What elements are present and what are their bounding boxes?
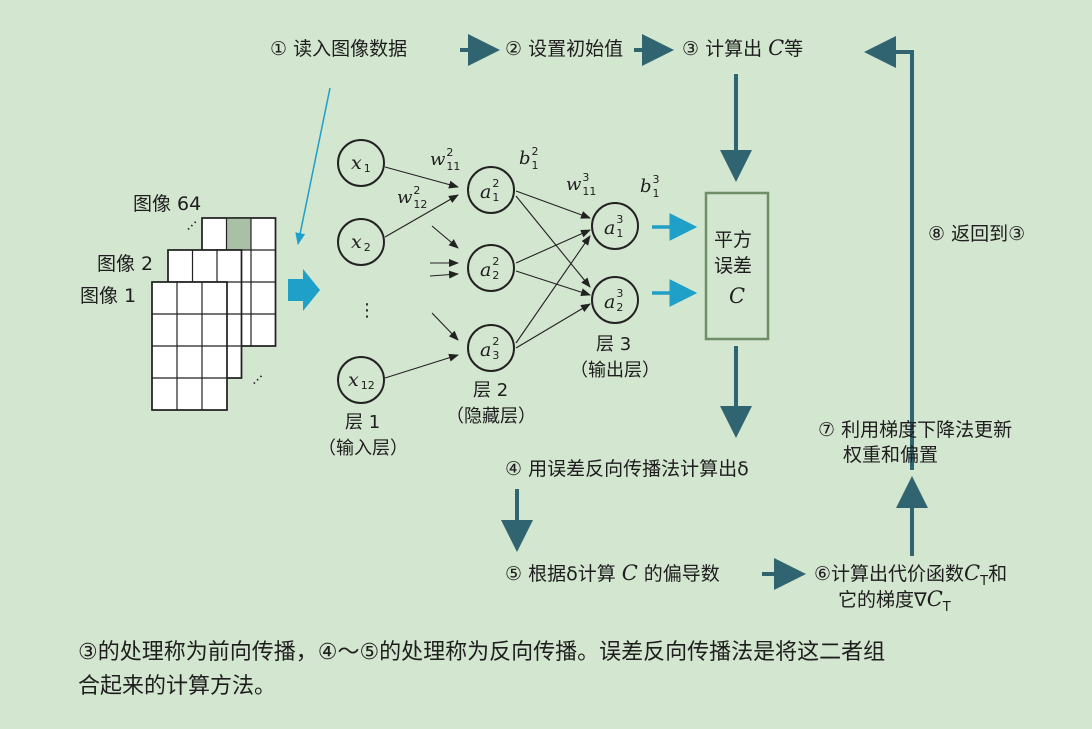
image-64-label: 图像 64	[133, 193, 201, 215]
node-a2-3	[591, 276, 639, 324]
error-box-var: C	[729, 284, 745, 308]
layer-2-name: 层 2	[473, 380, 508, 401]
layer-3-name: 层 3	[596, 334, 631, 355]
squared-error-box	[704, 191, 770, 341]
error-box-line2: 误差	[714, 255, 752, 277]
layer-2-desc: （隐藏层）	[446, 406, 536, 427]
node-a1-2	[467, 166, 515, 214]
image-stack-dots-bottom: ⋯	[247, 369, 268, 390]
node-x1	[337, 139, 385, 187]
image-card-frame	[151, 281, 228, 411]
step-7-line2: 权重和偏置	[843, 444, 938, 466]
input-feed-arrow	[288, 269, 320, 311]
step-8-return: ⑧ 返回到③	[928, 223, 1025, 245]
image-stack-dots-top: ⋯	[182, 215, 203, 236]
image-1-label: 图像 1	[80, 285, 136, 307]
explanation-line-1: ③的处理称为前向传播，④～⑤的处理称为反向传播。误差反向传播法是将这二者组	[78, 640, 886, 665]
image-pixel-highlight	[226, 218, 251, 250]
explanation-line-2: 合起来的计算方法。	[78, 674, 277, 699]
layer-1-desc: （输入层）	[318, 438, 408, 459]
step-6-line1: ⑥计算出代价函数CT和	[814, 561, 1007, 589]
arrow-read-images	[295, 87, 331, 245]
layer-3-desc: （输出层）	[570, 360, 660, 381]
network-connections	[384, 166, 591, 379]
node-a3-2	[467, 324, 515, 372]
node-a1-3	[591, 202, 639, 250]
input-ellipsis: ⋮	[358, 300, 376, 321]
node-x12	[337, 356, 385, 404]
node-x2	[337, 218, 385, 266]
step-1-read-images: ① 读入图像数据	[270, 38, 407, 60]
image-2-label: 图像 2	[97, 253, 153, 275]
step-2-set-initial-values: ② 设置初始值	[505, 38, 623, 60]
image-card-1	[151, 281, 228, 411]
image-stack: 图像 64 ⋯ 图像 2 图像 1 ⋯	[80, 193, 277, 411]
step-6-line2: 它的梯度∇CT	[838, 587, 951, 615]
arrow-return-to-3	[864, 36, 914, 470]
step-4-backprop: ④ 用误差反向传播法计算出δ	[505, 458, 749, 480]
error-box-line1: 平方	[714, 229, 752, 251]
layer-1-name: 层 1	[345, 412, 380, 433]
node-a2-2	[467, 244, 515, 292]
step-7-line1: ⑦ 利用梯度下降法更新	[818, 419, 1012, 441]
explanation-text: ③的处理称为前向传播，④～⑤的处理称为反向传播。误差反向传播法是将这二者组合起来…	[78, 636, 1068, 704]
